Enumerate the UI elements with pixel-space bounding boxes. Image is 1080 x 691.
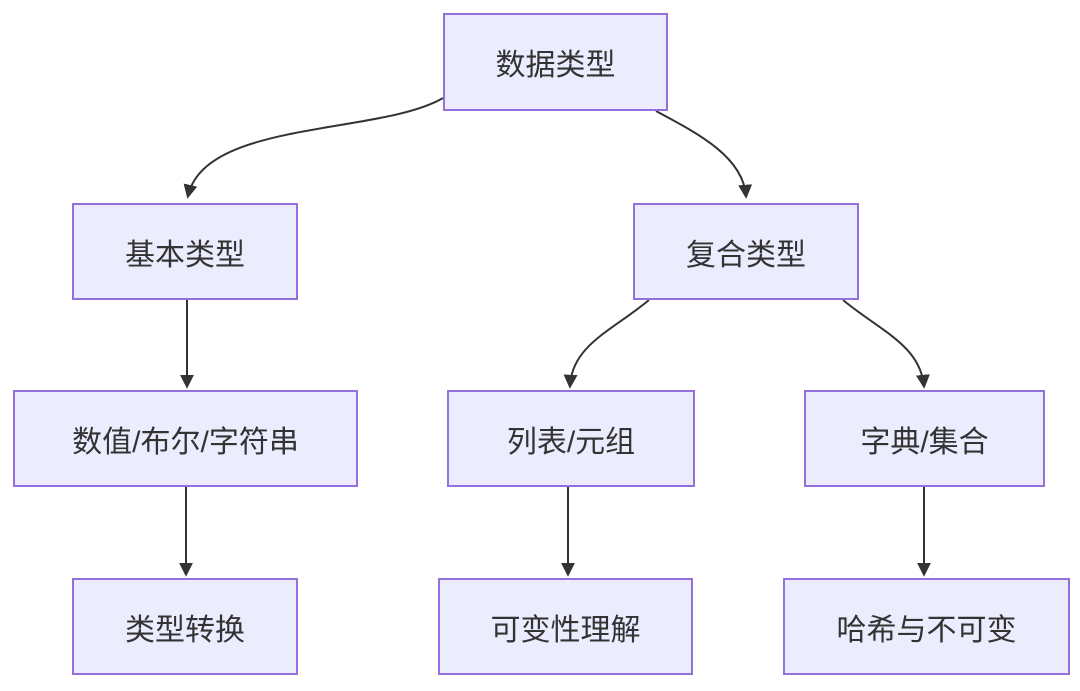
node-label: 可变性理解 (490, 613, 641, 647)
node-mutability: 可变性理解 (438, 578, 693, 675)
node-data-types: 数据类型 (443, 13, 668, 111)
node-label: 类型转换 (125, 613, 245, 647)
node-dict-set: 字典/集合 (804, 390, 1045, 487)
node-label: 数据类型 (495, 49, 616, 82)
node-label: 哈希与不可变 (836, 613, 1017, 647)
edge-data-types-to-composite-types (655, 110, 753, 199)
node-label: 基本类型 (125, 238, 245, 272)
node-label: 数值/布尔/字符串 (72, 425, 299, 459)
node-label: 字典/集合 (860, 425, 989, 459)
node-label: 列表/元组 (506, 425, 636, 459)
node-hash-immutable: 哈希与不可变 (783, 578, 1070, 675)
edge-composite-types-to-list-tuple (563, 299, 650, 389)
node-list-tuple: 列表/元组 (447, 390, 695, 487)
node-num-bool-str: 数值/布尔/字符串 (13, 390, 358, 487)
node-composite-types: 复合类型 (633, 203, 859, 300)
node-basic-types: 基本类型 (72, 203, 298, 300)
node-type-conversion: 类型转换 (72, 578, 298, 675)
edge-composite-types-to-dict-set (842, 299, 930, 389)
node-label: 复合类型 (686, 238, 806, 272)
edge-data-types-to-basic-types (183, 97, 444, 199)
